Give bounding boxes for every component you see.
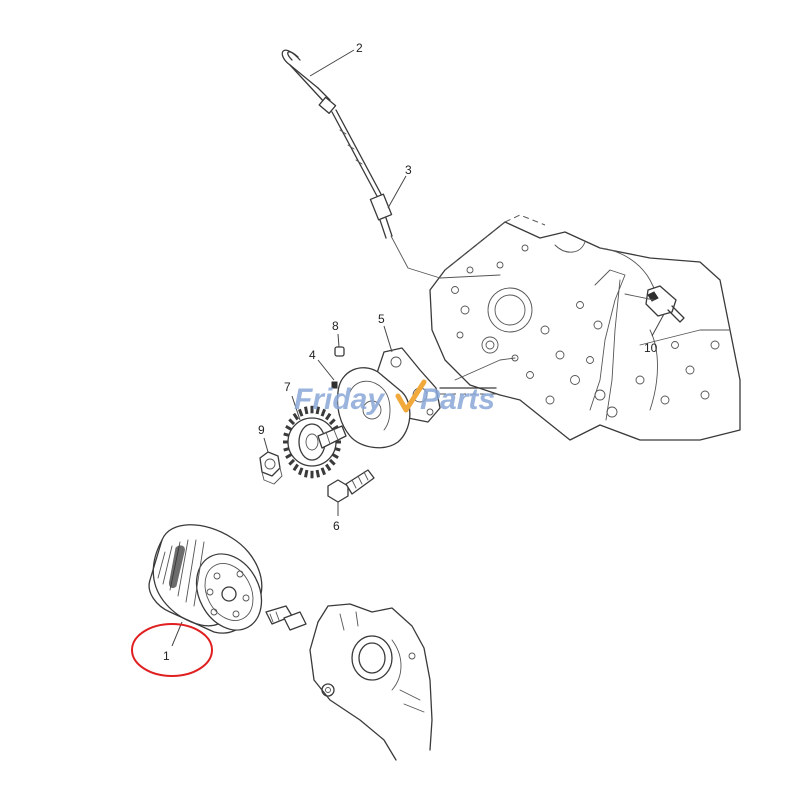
gear-tooth bbox=[288, 418, 296, 426]
svg-text:9: 9 bbox=[258, 423, 265, 437]
gear-tooth bbox=[297, 408, 304, 417]
svg-text:8: 8 bbox=[332, 319, 339, 333]
callout-6: 6 bbox=[333, 502, 340, 533]
gear-tooth bbox=[320, 408, 327, 417]
gear-tooth bbox=[304, 406, 309, 415]
callout-8: 8 bbox=[332, 319, 340, 348]
oil-pump-body bbox=[336, 367, 500, 449]
gear-tooth bbox=[328, 418, 336, 426]
gear-shaft bbox=[317, 425, 347, 449]
part-7-gear bbox=[283, 405, 341, 479]
part-4-pin bbox=[331, 381, 338, 389]
gear-tooth bbox=[288, 458, 296, 466]
callout-10: 10 bbox=[644, 313, 665, 355]
svg-text:Friday: Friday bbox=[294, 383, 385, 416]
callout-3: 3 bbox=[387, 163, 412, 209]
gear-tooth bbox=[285, 453, 293, 459]
part-10-oil-pressure-switch bbox=[624, 285, 685, 323]
gear-tooth bbox=[331, 453, 339, 459]
filter-nipple bbox=[265, 605, 307, 631]
callout-2: 2 bbox=[309, 41, 363, 77]
svg-text:3: 3 bbox=[405, 163, 412, 177]
callout-9: 9 bbox=[258, 423, 269, 453]
part-8-pin bbox=[334, 346, 345, 357]
gear-tooth bbox=[328, 458, 336, 466]
part-2-dipstick bbox=[281, 49, 383, 199]
gear-tooth bbox=[304, 469, 309, 478]
gear-tooth bbox=[292, 463, 299, 472]
engine-block bbox=[429, 214, 741, 441]
part-3-dipstick-guide bbox=[369, 193, 501, 279]
svg-text:6: 6 bbox=[333, 519, 340, 533]
gear-tooth bbox=[315, 469, 320, 478]
gear-tooth bbox=[325, 412, 332, 421]
filter-mount-housing bbox=[309, 603, 433, 761]
svg-text:4: 4 bbox=[309, 348, 316, 362]
checkmark-icon bbox=[395, 379, 427, 413]
svg-text:Parts: Parts bbox=[420, 383, 495, 416]
gear-tooth bbox=[292, 412, 299, 421]
callout-4: 4 bbox=[309, 348, 335, 381]
callout-5: 5 bbox=[378, 312, 393, 353]
gear-tooth bbox=[297, 467, 304, 476]
highlight-ellipse bbox=[131, 623, 213, 677]
part-9-nut bbox=[259, 451, 283, 485]
callout-1: 1 bbox=[163, 621, 183, 663]
svg-text:7: 7 bbox=[284, 380, 291, 394]
part-6-bolt bbox=[327, 469, 375, 503]
callout-7: 7 bbox=[284, 380, 301, 421]
gear-tooth bbox=[285, 425, 293, 431]
svg-text:10: 10 bbox=[644, 341, 658, 355]
part-1-oil-filter bbox=[148, 524, 263, 634]
watermark-logo: Friday Parts bbox=[294, 379, 495, 416]
gear-tooth bbox=[315, 406, 320, 415]
gear-tooth bbox=[320, 467, 327, 476]
svg-text:5: 5 bbox=[378, 312, 385, 326]
gear-tooth bbox=[325, 463, 332, 472]
svg-text:2: 2 bbox=[356, 41, 363, 55]
svg-text:1: 1 bbox=[163, 649, 170, 663]
